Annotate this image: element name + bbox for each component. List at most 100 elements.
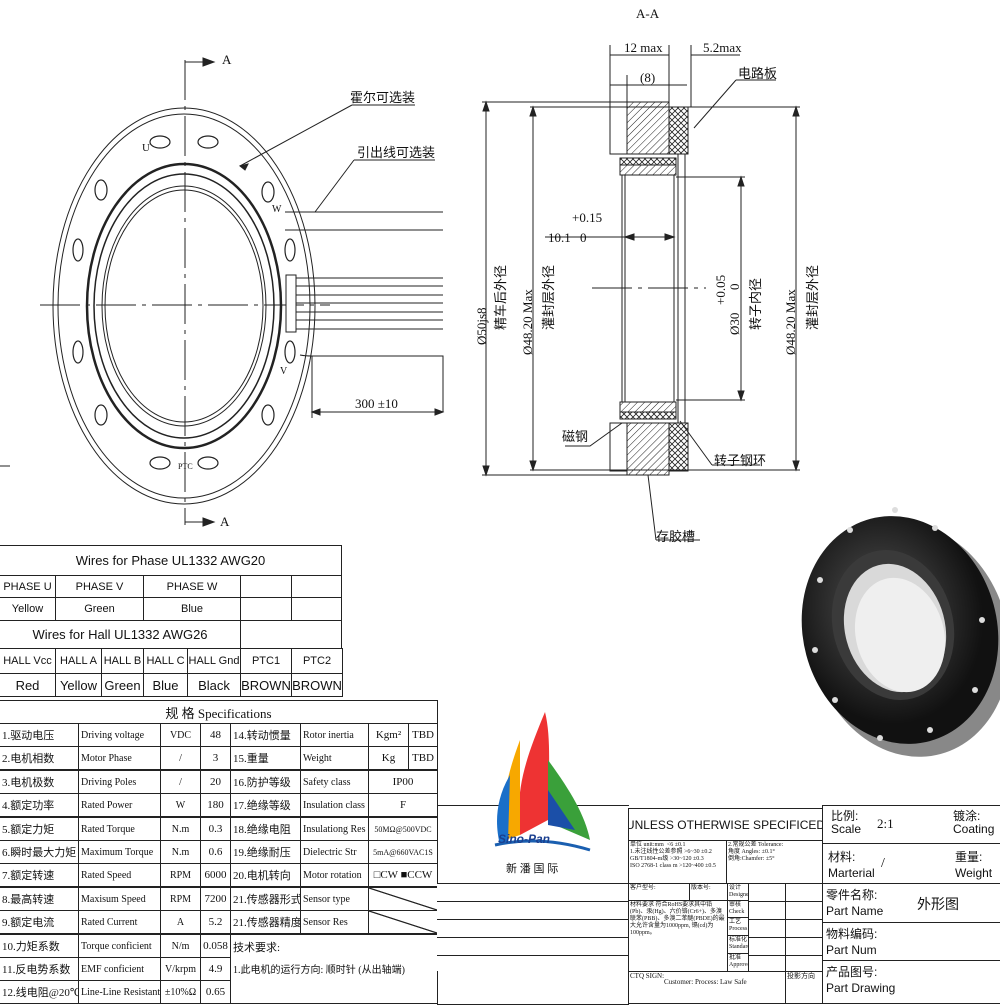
hall-header: PTC1 (240, 648, 292, 674)
front-view (0, 57, 445, 527)
phase-u-label: U (142, 142, 150, 154)
part-name-cn: 零件名称: (826, 888, 878, 902)
phase-color: Blue (143, 597, 241, 621)
logo-subtitle: 新 潘 国 际 (506, 863, 559, 875)
part-num-cell: 物料编码:Part Num (822, 922, 1000, 961)
spec-name-en: Rotor inertia (300, 723, 369, 747)
spec-name-en: Rated Current (78, 910, 161, 934)
hall-leads (285, 274, 443, 333)
spec-name-cn: 15.重量 (230, 746, 301, 770)
part-name-en: Part Name (826, 904, 884, 918)
spec-unit: / (160, 746, 201, 770)
spec-name-en: Maximum Torque (78, 840, 161, 864)
customer-model: 客户型号: (628, 883, 690, 901)
projection-direction: 投影方向 (785, 971, 823, 1004)
spec-name-en: Insulation class (300, 793, 369, 817)
ctq-sign: CTQ SIGN: Customer: Process: Law Safe (628, 971, 786, 1004)
phase-color: Green (55, 597, 144, 621)
bore-dimension: 10.1 (548, 230, 571, 245)
spec-name-cn: 16.防护等级 (230, 770, 301, 794)
spec-name-cn: 3.电机极数 (0, 770, 79, 794)
spec-name-cn: 7.额定转速 (0, 863, 79, 887)
hall-header: HALL Gnd (187, 648, 241, 674)
spec-unit: Kgm² (368, 723, 409, 747)
spec-name-en: EMF conficient (78, 957, 161, 981)
spec-name-en: Torque conficient (78, 934, 161, 958)
glue-groove-label: 存胶槽 (656, 529, 696, 544)
spec-value: TBD (408, 746, 438, 770)
weight-label: 重量: Weight (955, 849, 992, 881)
part-drawing-cn: 产品图号: (826, 965, 878, 979)
spec-unit: ±10%Ω (160, 980, 201, 1004)
leadwire-optional-label: 引出线可选装 (357, 145, 436, 160)
spec-unit: / (160, 770, 201, 794)
spec-name-en: Motor Phase (78, 746, 161, 770)
hall-header: PTC2 (291, 648, 343, 674)
spec-unit: Kg (368, 746, 409, 770)
approve-label: 批准 Approve (727, 953, 749, 972)
magnet-label: 磁钢 (562, 429, 589, 444)
general-tolerance: 2.常规公差 Tolerance: 角度 Angles: ±0.1° 倒角:Ch… (726, 840, 823, 884)
spec-unit: VDC (160, 723, 201, 747)
spec-value: 50MΩ@500VDC (368, 817, 438, 841)
rotor-ring-label: 转子钢环 (714, 453, 767, 468)
spec-unit: A (160, 910, 201, 934)
empty-cell (240, 620, 342, 649)
version-number: 版本号: (689, 883, 728, 901)
tech-req-item: 1.此电机的运行方向: 顺时针 (从出轴端) (233, 965, 405, 976)
d48-right-note: 灌封层外径 (805, 264, 820, 330)
revision-rows (437, 883, 629, 971)
scale-cell: 比例:Scale 2:1 镀涂:Coating (822, 805, 1000, 844)
logo-text: Sino-Pan (498, 832, 551, 846)
spec-name-cn: 8.最高转速 (0, 887, 79, 911)
spec-name-en: Rated Torque (78, 817, 161, 841)
coating-en: Coating (953, 822, 995, 836)
d48-right-dimension: Ø48.20 Max (783, 289, 798, 355)
hall-color: Blue (143, 673, 188, 697)
part-name-cell: 零件名称:Part Name 外形图 (822, 883, 1000, 923)
material-requirements: 材料要求 符合RoHS要求其中铅(Pb)、汞(Hg)、六价铬(Cr6+)、多溴联… (628, 900, 728, 972)
scale-cn: 比例: (831, 809, 859, 823)
spec-value: 180 (200, 793, 231, 817)
spec-unit: RPM (160, 887, 201, 911)
phase-header: PHASE U (0, 575, 56, 598)
spec-value: 0.058 (200, 934, 231, 958)
spec-unit: N.m (160, 817, 201, 841)
width-max-dimension: 12 max (624, 40, 663, 55)
hall-header: HALL C (143, 648, 188, 674)
empty-cell (240, 597, 292, 621)
spec-unit: W (160, 793, 201, 817)
phase-w-label: W (272, 204, 282, 215)
d48-left-note: 灌封层外径 (541, 264, 556, 330)
phase-wires-title: Wires for Phase UL1332 AWG20 (0, 545, 342, 576)
spec-name-cn: 2.电机相数 (0, 746, 79, 770)
spec-unit: V/krpm (160, 957, 201, 981)
coating-label: 镀涂:Coating (953, 810, 994, 836)
spec-name-en: Weight (300, 746, 369, 770)
hall-wires-title: Wires for Hall UL1332 AWG26 (0, 620, 241, 649)
empty-cell (240, 575, 292, 598)
spec-value: 20 (200, 770, 231, 794)
hall-color: Red (0, 673, 56, 697)
specs-title: 规 格 Specifications (0, 700, 438, 724)
d30-dimension: Ø30 (727, 312, 742, 335)
spec-unit: N.m (160, 840, 201, 864)
spec-name-cn: 18.绝缘电阻 (230, 817, 301, 841)
weight-cn: 重量: (955, 850, 983, 864)
section-marker-top: A (222, 52, 232, 67)
process-label: 工艺 Process (727, 917, 749, 936)
spec-name-cn: 1.驱动电压 (0, 723, 79, 747)
spec-value: 3 (200, 746, 231, 770)
hall-color: Green (101, 673, 144, 697)
hall-color: BROWN (240, 673, 292, 697)
material-label: 材料:Marterial (828, 849, 875, 881)
motor-3d-render (801, 507, 1000, 757)
empty-cell (291, 575, 342, 598)
weight-en: Weight (955, 866, 993, 880)
spec-value: 0.3 (200, 817, 231, 841)
divider (785, 883, 786, 972)
spec-name-en: Maxisum Speed (78, 887, 161, 911)
scale-en: Scale (831, 822, 862, 836)
part-drawing-en: Part Drawing (826, 981, 896, 995)
